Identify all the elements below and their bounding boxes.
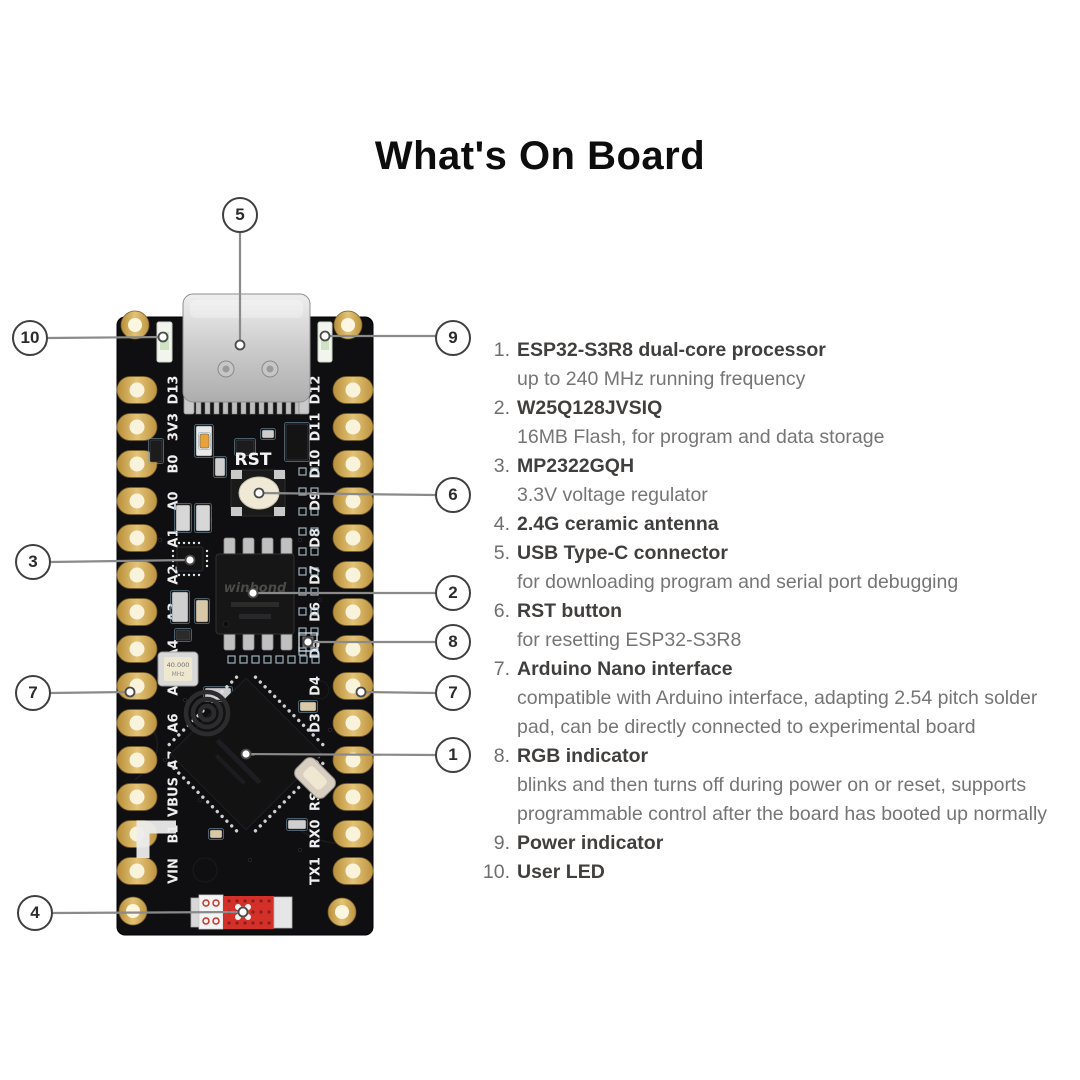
legend-item-number: 4. xyxy=(493,513,510,535)
callout-3: 3 xyxy=(15,544,51,580)
arduino-nano-interface-right: D12D11D10D9D8D7D6D5D4D3D2RSTRX0TX1 xyxy=(309,376,374,885)
legend-item-title: USB Type-C connector xyxy=(517,542,728,564)
callout-5: 5 xyxy=(222,197,258,233)
pin-label: VIN xyxy=(167,858,182,884)
crystal-freq-text: 40.000 xyxy=(167,661,190,669)
callout-6: 6 xyxy=(435,477,471,513)
legend-item: 9. Power indicator xyxy=(478,829,1066,858)
pin-label: D11 xyxy=(309,413,324,442)
legend-item-title: Power indicator xyxy=(517,832,664,854)
callout-8: 8 xyxy=(435,624,471,660)
legend-item-description: for downloading program and serial port … xyxy=(517,571,959,593)
pin-label: VBUS xyxy=(167,777,182,817)
legend-item-title: Arduino Nano interface xyxy=(517,658,733,680)
legend-item-number: 3. xyxy=(493,455,510,477)
legend-item-title: MP2322GQH xyxy=(517,455,635,477)
legend-item: 4. 2.4G ceramic antenna xyxy=(478,510,1066,539)
legend-item-description: compatible with Arduino interface, adapt… xyxy=(517,687,1038,738)
pin-label: A6 xyxy=(167,713,182,732)
legend-item-title: RST button xyxy=(517,600,623,622)
legend-item-description: 16MB Flash, for program and data storage xyxy=(517,426,885,448)
callout-7-left: 7 xyxy=(15,675,51,711)
callout-2: 2 xyxy=(435,575,471,611)
legend-item: 8. RGB indicator xyxy=(478,742,1066,771)
legend-item-title: ESP32-S3R8 dual-core processor xyxy=(517,339,826,361)
pin-label: TX1 xyxy=(309,857,324,885)
legend-item-description: 3.3V voltage regulator xyxy=(517,484,708,506)
mounting-holes xyxy=(118,310,363,927)
callout-line-dots xyxy=(124,330,367,918)
legend-item-number: 1. xyxy=(493,339,510,361)
pin-label: 3V3 xyxy=(167,413,182,441)
small-crystal xyxy=(294,757,336,799)
crystal-oscillator: 40.000 MHz xyxy=(157,651,199,687)
passive-components xyxy=(148,422,318,840)
pin-label: B0 xyxy=(167,455,182,474)
legend-item: 10. User LED xyxy=(478,858,1066,887)
usb-type-c-connector xyxy=(182,293,311,415)
silkscreen-bracket xyxy=(136,820,176,858)
pin-label: D10 xyxy=(309,450,324,479)
legend-item-description: blinks and then turns off during power o… xyxy=(517,774,1048,825)
pin-label: D9 xyxy=(309,491,324,511)
legend-item-number: 10. xyxy=(482,861,510,883)
legend-item-number: 5. xyxy=(493,542,510,564)
legend-item: 3. MP2322GQH xyxy=(478,452,1066,481)
legend-item-number: 6. xyxy=(493,600,510,622)
board-diagram: D133V3B0A0A1A2A3A4A5A6A7VBUSB1VIN D12D11… xyxy=(46,233,437,936)
pin-label: D12 xyxy=(309,376,324,405)
legend-list: 1. ESP32-S3R8 dual-core processor up to 24… xyxy=(478,336,1066,887)
callout-4: 4 xyxy=(17,895,53,931)
legend-item: 6. RST button xyxy=(478,597,1066,626)
callout-10: 10 xyxy=(12,320,48,356)
legend-item-number: 8. xyxy=(493,745,510,767)
pin-label: D13 xyxy=(167,376,182,405)
pin-label: D3 xyxy=(309,713,324,733)
legend-item-title: User LED xyxy=(517,861,605,883)
callout-9: 9 xyxy=(435,320,471,356)
silkscreen-pads xyxy=(227,467,320,664)
legend-item-number: 2. xyxy=(493,397,510,419)
legend-item: 5. USB Type-C connector xyxy=(478,539,1066,568)
legend-item-title: RGB indicator xyxy=(517,745,649,767)
callout-lines xyxy=(46,233,437,915)
pin-label: D6 xyxy=(309,602,324,622)
pin-label: D8 xyxy=(309,528,324,548)
pin-label: D4 xyxy=(309,676,324,696)
legend-item-title: W25Q128JVSIQ xyxy=(517,397,663,419)
pin-label: RX0 xyxy=(309,819,324,848)
crystal-unit-text: MHz xyxy=(172,671,185,678)
power-indicator-led xyxy=(317,321,333,363)
legend-item-number: 7. xyxy=(493,658,510,680)
rst-silkscreen-label: RST xyxy=(235,450,272,470)
callout-7-right: 7 xyxy=(435,675,471,711)
callout-1: 1 xyxy=(435,737,471,773)
legend-item-description: for resetting ESP32-S3R8 xyxy=(517,629,742,651)
legend-item-description: up to 240 MHz running frequency xyxy=(517,368,806,390)
legend-item-title: 2.4G ceramic antenna xyxy=(517,513,719,535)
legend-item: 7. Arduino Nano interface xyxy=(478,655,1066,684)
espressif-logo xyxy=(183,689,231,737)
pin-label: A1 xyxy=(167,528,182,547)
legend-item: 1. ESP32-S3R8 dual-core processor xyxy=(478,336,1066,365)
page-title: What's On Board xyxy=(374,134,706,178)
legend-item-number: 9. xyxy=(493,832,510,854)
legend-item: 2. W25Q128JVSIQ xyxy=(478,394,1066,423)
